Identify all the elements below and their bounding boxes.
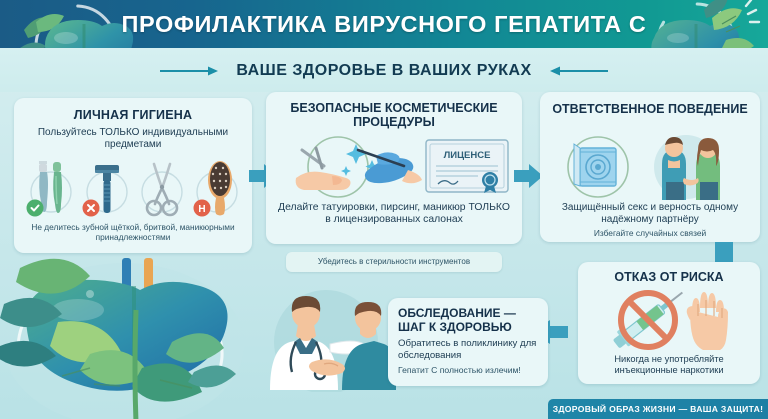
card-note-cosmetic: Убедитесь в стерильности инструментов bbox=[317, 256, 471, 266]
page-title: ПРОФИЛАКТИКА ВИРУСНОГО ГЕПАТИТА С bbox=[121, 10, 647, 37]
razor-icon bbox=[82, 165, 128, 217]
card-checkup: ОБСЛЕДОВАНИЕ — ШАГ К ЗДОРОВЬЮ Обратитесь… bbox=[388, 298, 548, 386]
arrow-left-thin-icon bbox=[549, 66, 608, 76]
card-title-checkup-line1: ОБСЛЕДОВАНИЕ — bbox=[398, 306, 516, 320]
card-subtitle-hygiene: Пользуйтесь ТОЛЬКО индивидуальными предм… bbox=[37, 127, 229, 151]
arrow-right-cosmetic-to-behavior-icon bbox=[514, 164, 543, 188]
subtitle-row: ВАШЕ ЗДОРОВЬЕ В ВАШИХ РУКАХ bbox=[0, 56, 768, 86]
card-refuse-risk: ОТКАЗ ОТ РИСКА bbox=[578, 262, 760, 384]
manicure-and-license-illustration: ЛИЦЕНСЕ bbox=[295, 136, 509, 198]
card-note-behavior: Избегайте случайных связей bbox=[593, 228, 707, 238]
card-subtitle-cosmetic: Делайте татуировки, пирсинг, маникюр ТОЛ… bbox=[278, 202, 510, 226]
footer-banner-text: ЗДОРОВЫЙ ОБРАЗ ЖИЗНИ — ВАША ЗАЩИТА! bbox=[552, 404, 764, 414]
card-title-behavior: ОТВЕТСТВЕННОЕ ПОВЕДЕНИЕ bbox=[552, 102, 748, 116]
card-title-risk: ОТКАЗ ОТ РИСКА bbox=[614, 270, 724, 284]
subtitle-text: ВАШЕ ЗДОРОВЬЕ В ВАШИХ РУКАХ bbox=[236, 62, 532, 79]
hygiene-icons-row: Н bbox=[22, 156, 244, 218]
toothbrush-icon bbox=[26, 161, 72, 217]
scissors-icon bbox=[140, 162, 183, 217]
card-title-cosmetic: БЕЗОПАСНЫЕ КОСМЕТИЧЕСКИЕ ПРОЦЕДУРЫ bbox=[290, 101, 498, 130]
svg-text:ЛИЦЕНСЕ: ЛИЦЕНСЕ bbox=[444, 150, 491, 161]
card-note-hygiene: Не делитесь зубной щёткой, бритвой, мани… bbox=[31, 222, 235, 242]
hairbrush-icon: Н bbox=[193, 161, 238, 217]
card-safe-cosmetic-procedures: БЕЗОПАСНЫЕ КОСМЕТИЧЕСКИЕ ПРОЦЕДУРЫ bbox=[266, 92, 522, 244]
card-personal-hygiene: ЛИЧНАЯ ГИГИЕНА Пользуйтесь ТОЛЬКО индиви… bbox=[14, 98, 252, 253]
card-note-risk: Никогда не употребляйте инъекционные нар… bbox=[614, 354, 724, 376]
card-responsible-behavior: ОТВЕТСТВЕННОЕ ПОВЕДЕНИЕ bbox=[540, 92, 760, 242]
card-title-hygiene: ЛИЧНАЯ ГИГИЕНА bbox=[73, 108, 193, 122]
footer-banner: ЗДОРОВЫЙ ОБРАЗ ЖИЗНИ — ВАША ЗАЩИТА! bbox=[548, 399, 768, 419]
condom-and-couple-illustration bbox=[567, 135, 720, 200]
card-title-checkup-line2: ШАГ К ЗДОРОВЬЮ bbox=[398, 320, 512, 335]
doctor-handshake-illustration bbox=[270, 290, 396, 392]
no-injection-drugs-illustration bbox=[613, 290, 728, 350]
card-note-checkup: Гепатит С полностью излечим! bbox=[398, 365, 521, 376]
card-subtitle-checkup: Обратитесь в поликлинику для обследовани… bbox=[398, 338, 537, 361]
liver-plant-illustration bbox=[0, 258, 244, 419]
svg-text:Н: Н bbox=[198, 204, 205, 215]
card-note-cosmetic-pill: Убедитесь в стерильности инструментов bbox=[286, 252, 502, 272]
subtitle-band bbox=[0, 48, 768, 92]
card-title-checkup: ОБСЛЕДОВАНИЕ — ШАГ К ЗДОРОВЬЮ bbox=[388, 298, 548, 334]
card-subtitle-behavior: Защищённый секс и верность одному надёжн… bbox=[561, 202, 739, 225]
arrow-right-thin-icon bbox=[160, 66, 219, 76]
